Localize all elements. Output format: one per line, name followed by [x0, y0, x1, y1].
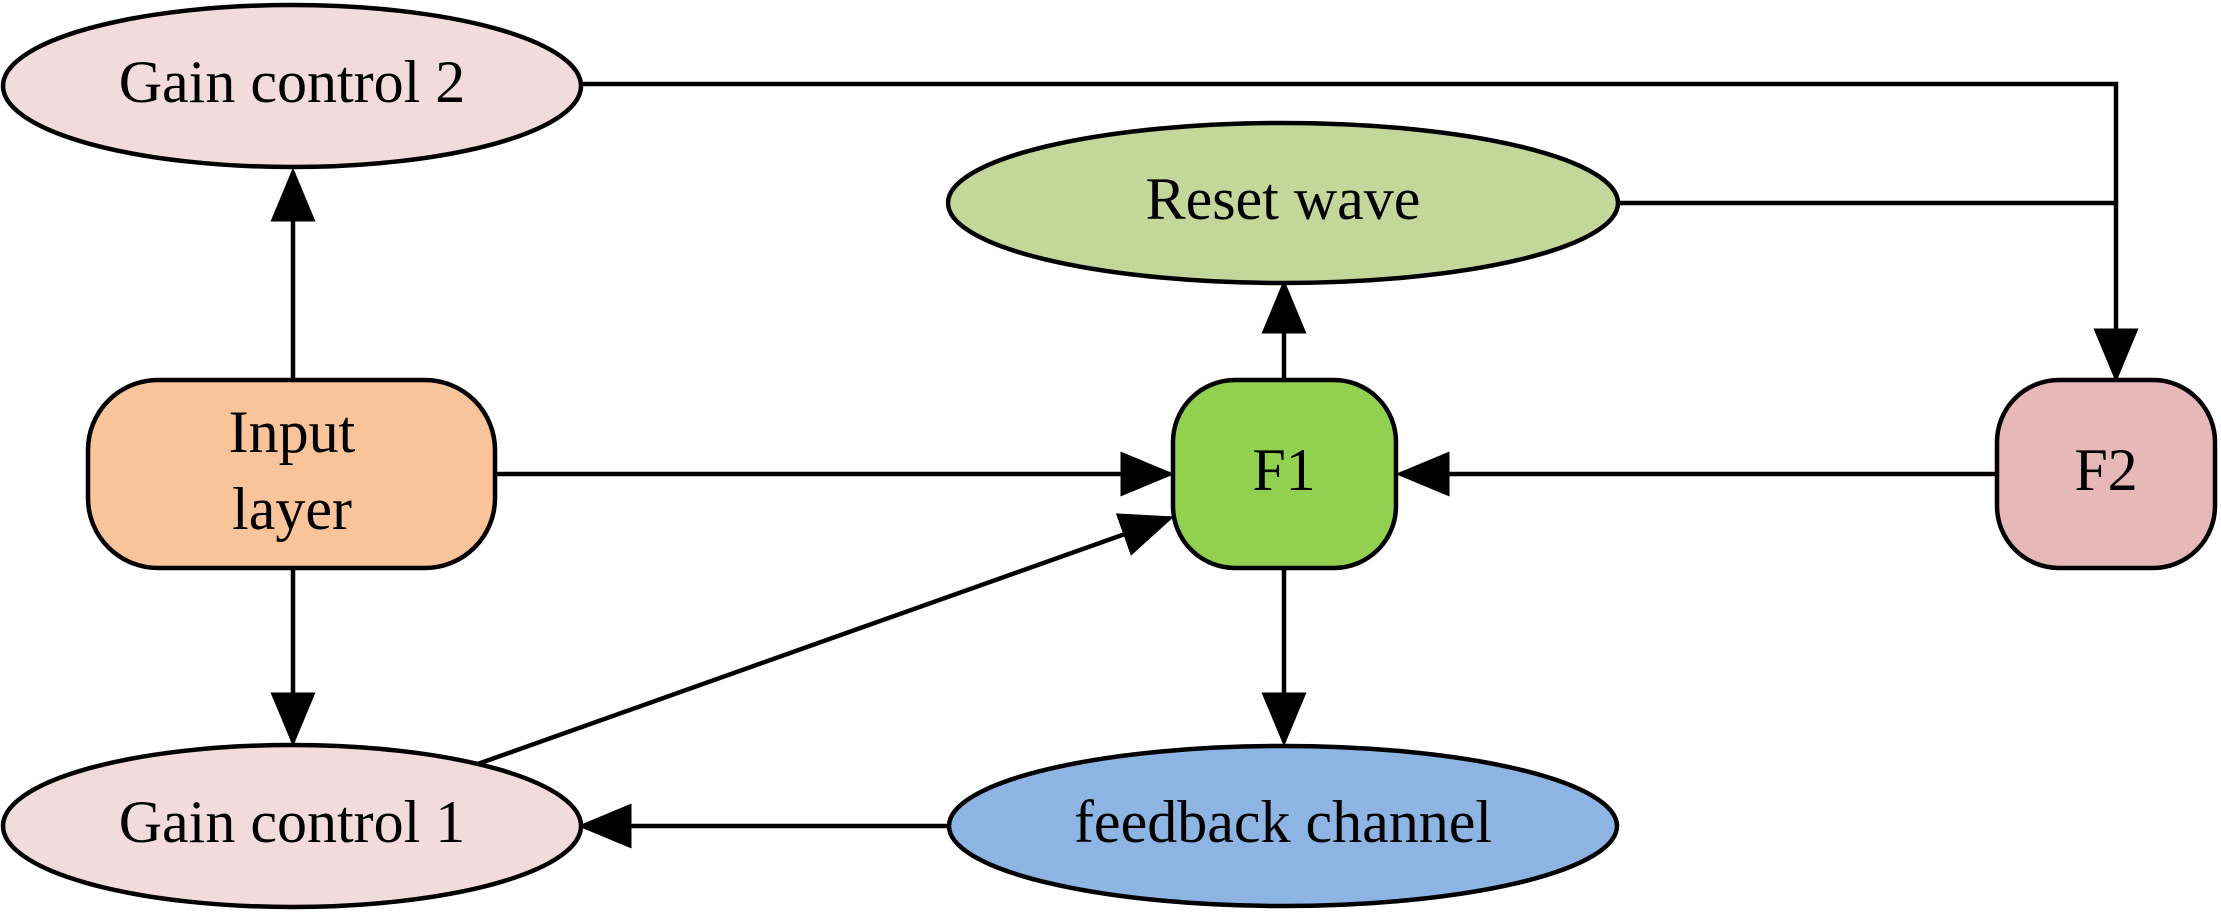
node-f2: F2: [1994, 377, 2218, 571]
feedback-channel-shape: [946, 743, 1620, 909]
gain-control-2-label: Gain control 2: [119, 49, 466, 115]
node-f1: F1: [1170, 377, 1399, 571]
input-layer-shape: [85, 377, 498, 571]
reset-wave-shape: [945, 120, 1621, 286]
input-layer-label-line-2: layer: [232, 476, 352, 542]
f2-label: F2: [2074, 437, 2137, 503]
input-layer-label-line-1: Input: [229, 399, 356, 465]
node-gain-control-1: Gain control 1: [0, 742, 584, 910]
reset-wave-label: Reset wave: [1146, 166, 1421, 232]
node-gain-control-2: Gain control 2: [0, 2, 584, 170]
f1-label: F1: [1252, 437, 1315, 503]
feedback-channel-label: feedback channel: [1074, 789, 1492, 855]
edges: [270, 81, 2139, 849]
f2-shape: [1994, 377, 2218, 571]
edge-gain-control-2-to-f2: [582, 81, 2139, 383]
gain-control-2-shape: [0, 2, 584, 170]
edge-gain-control-1-to-f1: [471, 513, 1175, 769]
node-input-layer: Input layer: [85, 377, 498, 571]
gain-control-1-shape: [0, 742, 584, 910]
gain-control-1-label: Gain control 1: [119, 789, 466, 855]
f1-shape: [1170, 377, 1399, 571]
node-feedback-channel: feedback channel: [946, 743, 1620, 909]
node-reset-wave: Reset wave: [945, 120, 1621, 286]
